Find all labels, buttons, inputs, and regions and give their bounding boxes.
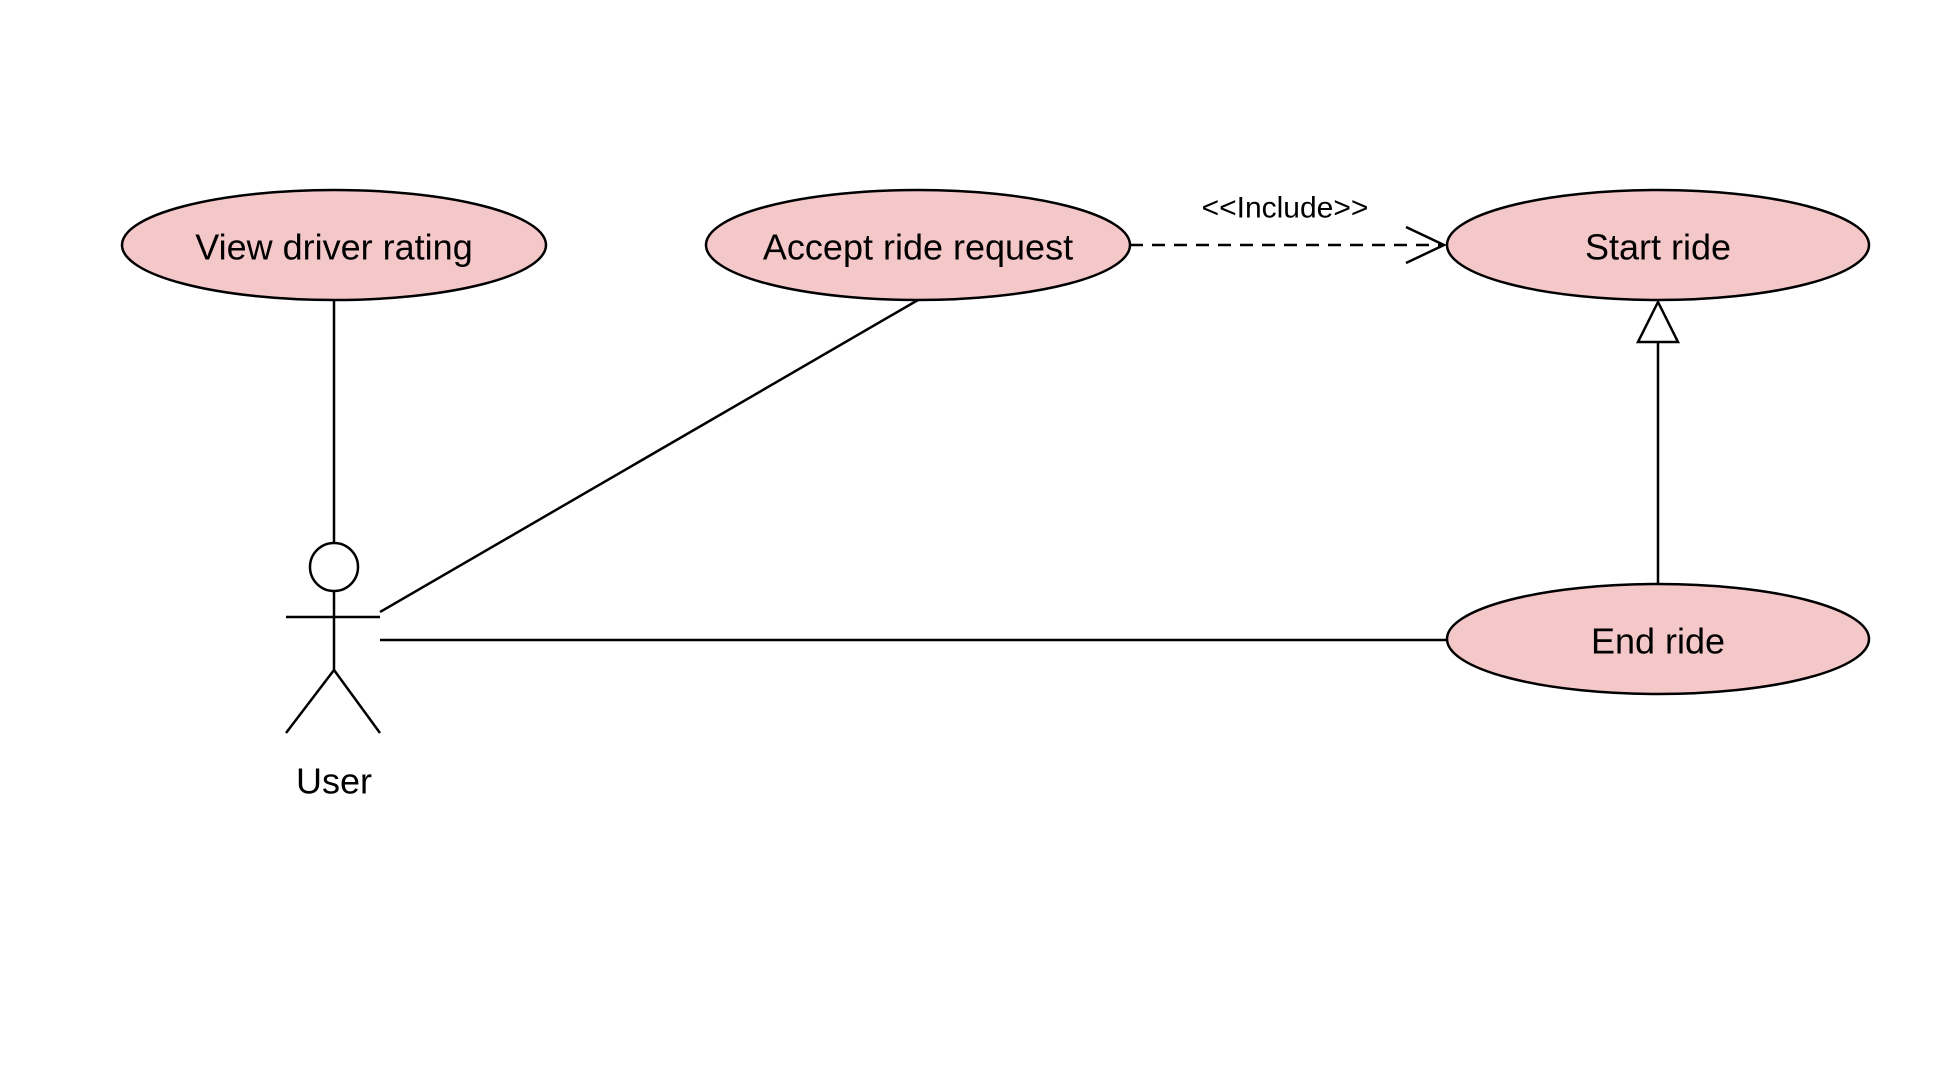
use-case-label: End ride [1591, 621, 1725, 662]
generalization-triangle-icon [1635, 299, 1681, 344]
include-relationship: <<Include>> [1130, 192, 1447, 265]
stick-figure-icon [285, 541, 382, 734]
use-case-ellipse [1445, 188, 1871, 302]
use-case-start-ride: Start ride [1445, 188, 1871, 302]
use-case-label: View driver rating [195, 227, 472, 268]
include-stereotype-label: <<Include>> [1202, 192, 1369, 225]
use-case-ellipse [704, 188, 1132, 302]
use-case-ellipse [1445, 582, 1871, 696]
use-case-accept-ride-request: Accept ride request [704, 188, 1132, 302]
include-arrowhead-icon [1405, 225, 1447, 265]
use-case-end-ride: End ride [1445, 582, 1871, 696]
actor-label: User [296, 761, 372, 802]
use-case-view-driver-rating: View driver rating [120, 188, 548, 302]
actor-user: User [285, 541, 382, 802]
association-user-accept-ride-request [379, 298, 919, 614]
use-case-ellipse [120, 188, 548, 302]
generalization-end-ride-to-start-ride [1635, 299, 1681, 583]
use-case-label: Accept ride request [763, 227, 1073, 268]
use-case-label: Start ride [1585, 227, 1731, 268]
